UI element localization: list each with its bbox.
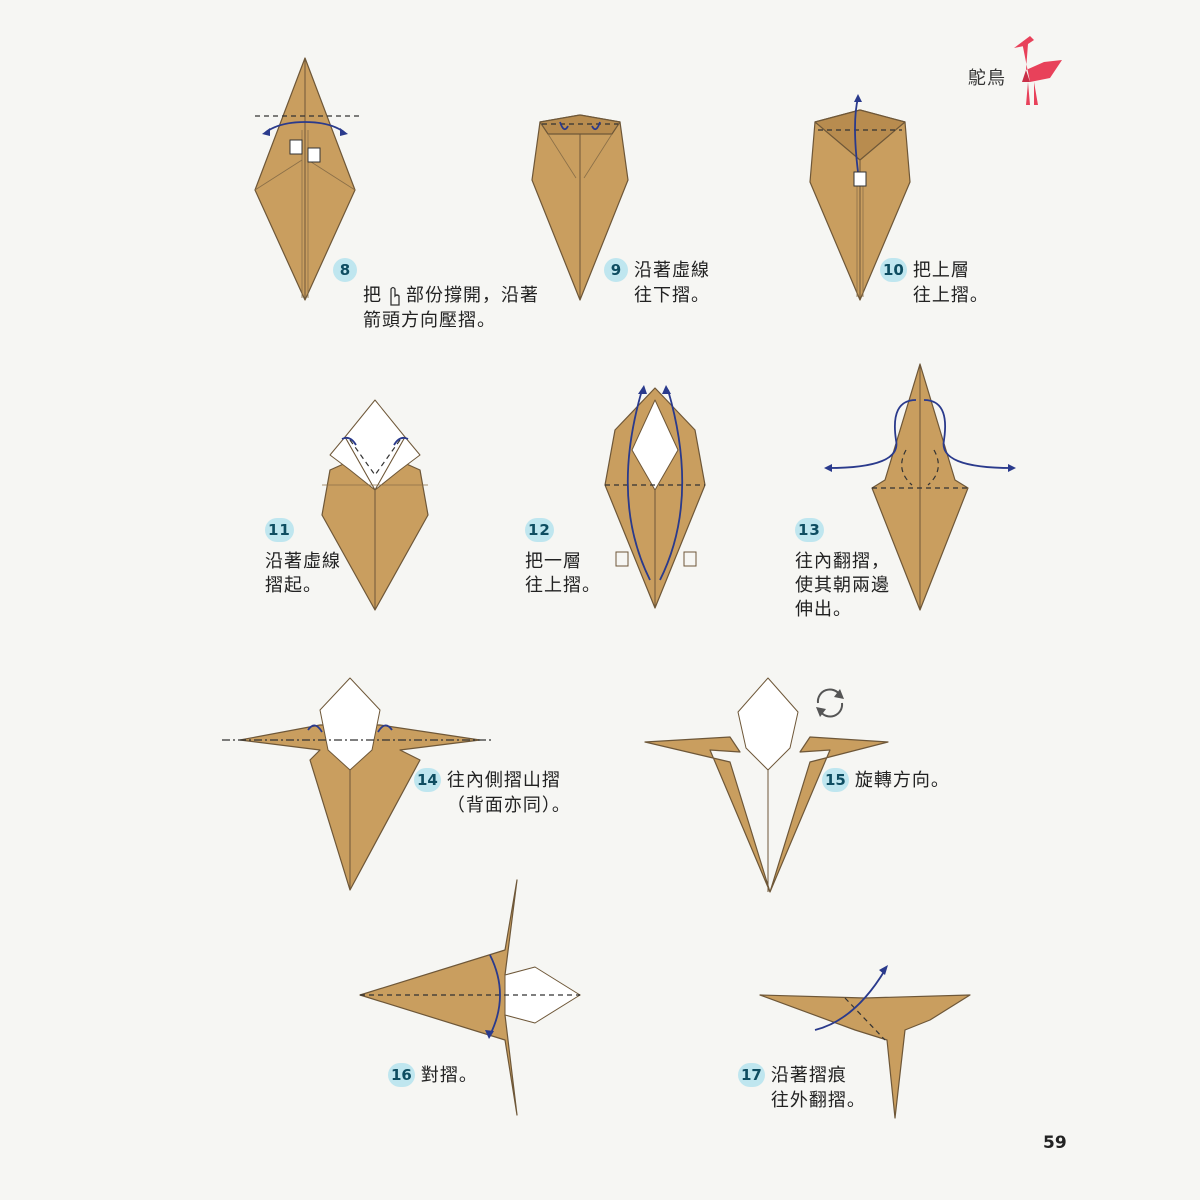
step-text: （背面亦同）。 <box>446 795 571 816</box>
step-11-caption: 11 沿著虛線 摺起。 <box>265 518 341 598</box>
step-text: 把一層 往上摺。 <box>525 551 601 596</box>
step-15-diagram <box>644 677 889 893</box>
step-11-diagram <box>321 399 429 611</box>
step-number-badge: 10 <box>880 258 907 282</box>
step-8-diagram <box>254 57 360 301</box>
step-10-caption: 10 把上層往上摺。 <box>880 258 989 308</box>
step-16-diagram <box>359 879 581 1116</box>
step-12-caption: 12 把一層 往上摺。 <box>525 518 601 598</box>
step-text: 往外翻摺。 <box>770 1090 866 1111</box>
step-12-diagram <box>604 385 706 609</box>
step-text: 往下摺。 <box>634 285 710 306</box>
step-8-caption: 8 把 部份撐開，沿著箭頭方向壓摺。 <box>333 258 539 333</box>
step-text: 往上摺。 <box>912 285 989 306</box>
step-text: 沿著虛線 <box>634 260 710 281</box>
step-13-caption: 13 往內翻摺， 使其朝兩邊 伸出。 <box>795 518 890 622</box>
step-text: 沿著摺痕 <box>770 1065 847 1086</box>
step-13-diagram <box>824 363 1016 611</box>
step-text: 沿著虛線 摺起。 <box>265 551 341 596</box>
step-text: 箭頭方向壓摺。 <box>363 310 496 331</box>
step-14-diagram <box>222 677 492 891</box>
step-10-diagram <box>809 94 911 301</box>
step-number-badge: 17 <box>738 1063 765 1087</box>
rotate-icon <box>816 688 844 718</box>
step-text: 旋轉方向。 <box>854 770 950 791</box>
step-number-badge: 12 <box>525 518 554 542</box>
page-title: 鴕鳥 <box>968 68 1006 89</box>
step-number-badge: 15 <box>822 768 849 792</box>
step-17-caption: 17 沿著摺痕往外翻摺。 <box>738 1063 866 1113</box>
step-number-badge: 13 <box>795 518 824 542</box>
step-15-caption: 15 旋轉方向。 <box>822 768 950 793</box>
step-16-caption: 16 對摺。 <box>388 1063 478 1088</box>
step-9-diagram <box>531 114 629 301</box>
step-text: 把 <box>363 285 382 306</box>
ostrich-icon <box>1014 36 1062 105</box>
step-text: 對摺。 <box>420 1065 478 1086</box>
step-17-diagram <box>759 965 971 1119</box>
page-number: 59 <box>1043 1133 1067 1153</box>
step-number-badge: 8 <box>333 258 357 282</box>
turn-over-icons <box>615 551 697 567</box>
step-text: 部份撐開，沿著 <box>406 285 539 306</box>
step-number-badge: 16 <box>388 1063 415 1087</box>
step-number-badge: 11 <box>265 518 294 542</box>
step-text: 往內側摺山摺 <box>446 770 561 791</box>
step-number-badge: 9 <box>604 258 628 282</box>
step-14-caption: 14 往內側摺山摺 （背面亦同）。 <box>414 768 571 818</box>
step-text: 把上層 <box>912 260 970 281</box>
step-9-caption: 9 沿著虛線往下摺。 <box>604 258 710 308</box>
step-text: 往內翻摺， 使其朝兩邊 伸出。 <box>795 551 890 620</box>
hand-press-icon <box>390 286 400 306</box>
step-number-badge: 14 <box>414 768 441 792</box>
